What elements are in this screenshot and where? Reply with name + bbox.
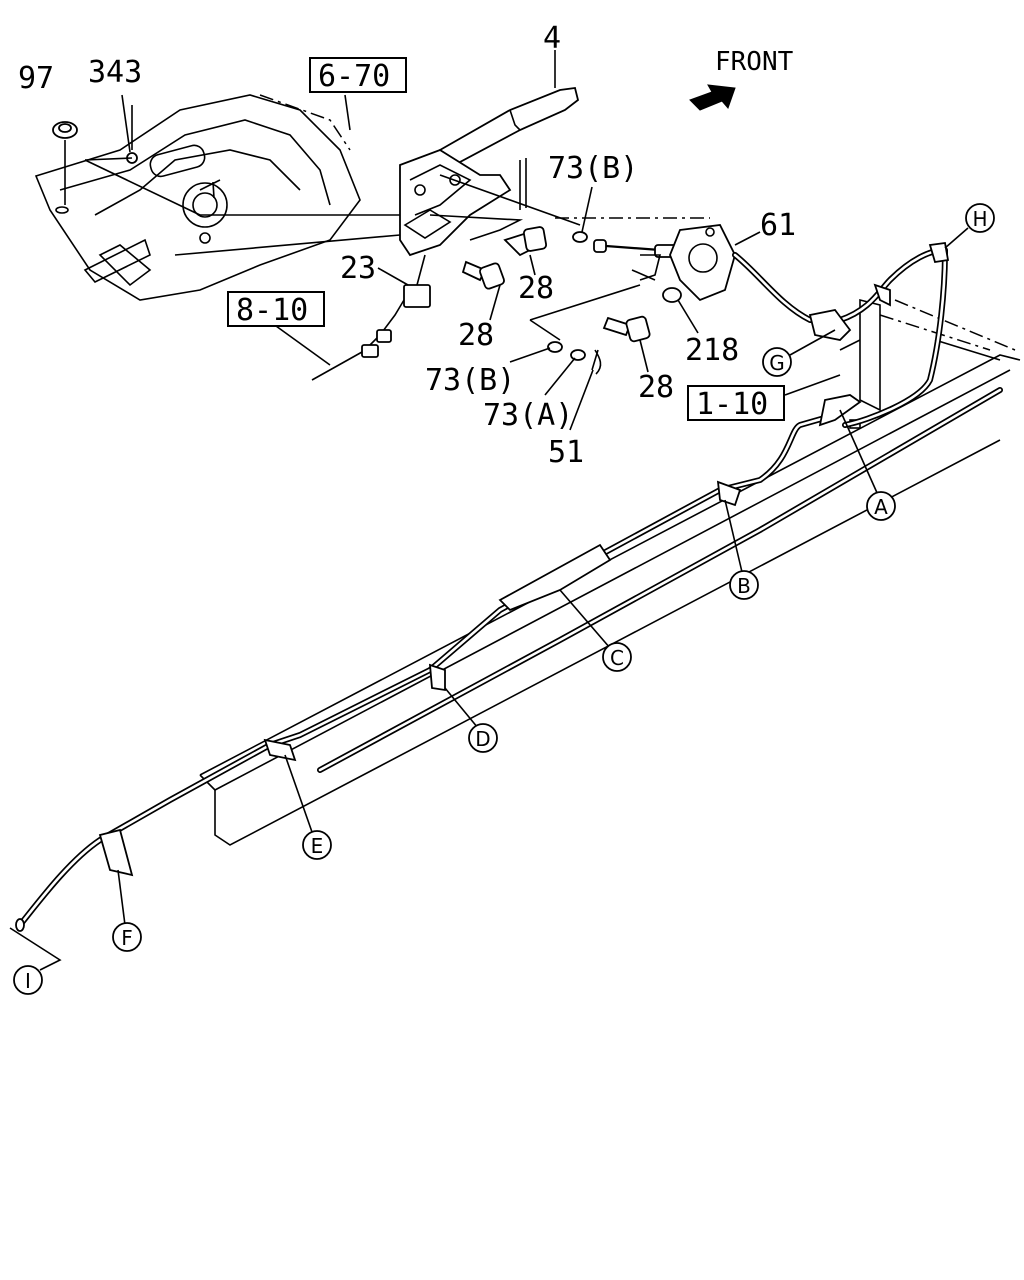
label-part-23: 23 [340, 251, 376, 286]
label-part-4: 4 [543, 21, 561, 56]
clip-marker-a[interactable]: A [866, 491, 896, 521]
washer-73a [570, 349, 586, 361]
clip-marker-b-text: B [737, 574, 751, 598]
washer-73b-lower [547, 341, 563, 353]
washer-73b-upper [572, 231, 588, 243]
clip-marker-e[interactable]: E [302, 830, 332, 860]
clip-marker-d[interactable]: D [468, 723, 498, 753]
label-part-28-upper: 28 [518, 271, 554, 306]
brake-cable [17, 247, 1003, 928]
clip-bracket-g [808, 309, 852, 341]
bolt-28-lower [602, 315, 651, 343]
clip-marker-b[interactable]: B [729, 570, 759, 600]
part-number-labels: 97 343 4 23 28 28 28 73(B) 73(B) 73(A) 5… [18, 21, 796, 470]
frame-rail [199, 298, 1021, 846]
nut-218 [662, 287, 682, 303]
parking-brake-lever-4 [399, 87, 580, 257]
label-part-28-lower: 28 [638, 370, 674, 405]
cotter-pin-51 [591, 349, 602, 375]
label-part-218: 218 [685, 333, 739, 368]
leader-lines [117, 50, 969, 926]
clip-bracket-d [428, 663, 446, 692]
hidden-outline [259, 94, 351, 151]
clip-bracket-c [498, 543, 612, 612]
clip-bracket-f [98, 828, 134, 877]
clip-marker-f-text: F [121, 926, 133, 950]
label-part-73a: 73(A) [483, 398, 573, 433]
clip-bracket-frame [873, 283, 891, 307]
clip-bracket-b [716, 480, 742, 507]
label-part-343: 343 [88, 55, 142, 90]
label-part-73b-upper: 73(B) [548, 151, 638, 186]
cable-end-i [9, 927, 62, 971]
switch-23 [311, 254, 431, 381]
clip-marker-i-text: I [25, 969, 31, 993]
label-part-73b-lower: 73(B) [425, 363, 515, 398]
clip-bracket-h [928, 241, 950, 264]
clip-marker-h[interactable]: H [965, 203, 995, 233]
clip-marker-h-text: H [972, 207, 987, 231]
bracket-61 [669, 224, 736, 302]
clip-marker-d-text: D [475, 727, 490, 751]
clip-bracket-e [263, 738, 297, 762]
front-direction-indicator: FRONT [689, 47, 794, 111]
front-label: FRONT [715, 47, 794, 77]
clip-marker-i[interactable]: I [13, 965, 43, 995]
reference-1-10-text: 1-10 [696, 387, 768, 422]
clip-marker-c-text: C [610, 646, 624, 670]
clip-marker-f[interactable]: F [112, 922, 142, 952]
clip-marker-g-text: G [769, 351, 785, 375]
grommet-97 [52, 121, 78, 214]
reference-6-70-text: 6-70 [318, 59, 390, 94]
label-part-97: 97 [18, 61, 54, 96]
clip-marker-c[interactable]: C [602, 642, 632, 672]
floor-panel [34, 94, 361, 301]
label-part-51: 51 [548, 435, 584, 470]
front-arrow-icon [689, 84, 736, 111]
reference-box-8-10[interactable]: 8-10 [227, 291, 331, 366]
reference-8-10-text: 8-10 [236, 293, 308, 328]
clip-marker-a-text: A [874, 495, 888, 519]
clip-marker-g[interactable]: G [762, 347, 792, 377]
bolt-28-middle [461, 260, 505, 290]
bolt-28-upper [503, 226, 548, 257]
label-part-28-middle: 28 [458, 318, 494, 353]
label-part-61: 61 [760, 208, 796, 243]
clip-marker-e-text: E [311, 834, 324, 858]
reference-box-6-70[interactable]: 6-70 [309, 57, 407, 94]
reference-box-1-10[interactable]: 1-10 [687, 385, 785, 422]
